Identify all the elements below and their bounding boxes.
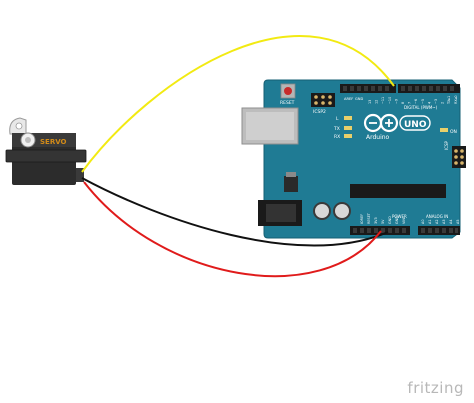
voltage-regulator bbox=[284, 176, 298, 192]
analog-pin-label: A4 bbox=[449, 220, 453, 224]
digital-pin-label: ~11 bbox=[381, 97, 385, 104]
uno-label: UNO bbox=[404, 120, 427, 130]
digital-pin-label: 12 bbox=[375, 100, 379, 104]
servo-cable-exit bbox=[76, 168, 84, 182]
power-pin-header bbox=[350, 226, 410, 235]
led-l-label: L bbox=[336, 116, 339, 122]
icsp-header bbox=[452, 146, 466, 168]
capacitors bbox=[313, 202, 351, 220]
icsp2-label: ICSP2 bbox=[313, 109, 326, 115]
regulator-tab bbox=[286, 172, 296, 177]
led-tx-label: TX bbox=[333, 126, 340, 132]
atmega-chip bbox=[350, 184, 446, 198]
digital-pin-label: ~6 bbox=[414, 99, 418, 104]
servo-mount-tabs bbox=[5, 149, 87, 163]
power-pin-label: GND bbox=[395, 216, 399, 224]
arduino-brand-label: Arduino bbox=[366, 134, 390, 141]
analog-pin-label: A3 bbox=[442, 220, 446, 224]
analog-label: ANALOG IN bbox=[426, 214, 448, 219]
servo-shaft-center bbox=[25, 137, 31, 143]
reset-label: RESET bbox=[280, 100, 295, 106]
digital-pin-label: ~5 bbox=[421, 99, 425, 104]
digital-pin-label: 2 bbox=[441, 102, 445, 104]
digital-pin-label: ~3 bbox=[434, 99, 438, 104]
digital-pin-label: ~9 bbox=[394, 99, 398, 104]
arduino-logo bbox=[363, 113, 431, 133]
digital-pin-label: 7 bbox=[408, 102, 412, 104]
digital-pin-label: RX◂0 bbox=[454, 95, 458, 104]
power-label: POWER bbox=[392, 214, 407, 219]
power-wire bbox=[83, 181, 382, 278]
fritzing-watermark: fritzing bbox=[407, 379, 464, 397]
digital-pin-label: ~10 bbox=[388, 97, 392, 104]
signal-wire bbox=[81, 35, 395, 173]
analog-pin-label: A2 bbox=[435, 220, 439, 224]
analog-pin-label: A0 bbox=[421, 220, 425, 224]
analog-pin-label: A5 bbox=[456, 220, 460, 224]
power-pin-label: RESET bbox=[367, 212, 371, 224]
led-rx-label: RX bbox=[334, 134, 340, 140]
ground-wire bbox=[81, 177, 389, 247]
power-pin-label: 3V3 bbox=[374, 217, 378, 224]
led-on-label: ON bbox=[450, 129, 457, 135]
usb-inner bbox=[246, 112, 294, 140]
servo-label: SERVO bbox=[40, 138, 67, 146]
power-jack-inner bbox=[266, 204, 296, 222]
aref-label: AREF bbox=[344, 97, 353, 101]
digital-pin-label: 4 bbox=[427, 102, 431, 104]
power-pin-label: VIN bbox=[402, 218, 406, 224]
board-pcb bbox=[263, 79, 461, 239]
digital-pin-header bbox=[340, 84, 460, 93]
digital-pin-label: 8 bbox=[401, 102, 405, 104]
servo-motor: SERVO bbox=[5, 117, 87, 185]
digital-pin-label: 13 bbox=[368, 100, 372, 104]
icsp-label: ICSP bbox=[444, 140, 449, 150]
power-pin-label: 5V bbox=[381, 219, 385, 224]
digital-pin-label: TX▸1 bbox=[447, 96, 451, 105]
servo-horn-hole bbox=[15, 122, 23, 130]
digital-label: DIGITAL (PWM~) bbox=[404, 105, 438, 110]
icsp2-header bbox=[311, 93, 335, 107]
power-pin-label: IOREF bbox=[360, 214, 364, 224]
analog-pin-label: A1 bbox=[428, 220, 432, 224]
reset-button-cap bbox=[284, 87, 292, 95]
power-pin-label: GND bbox=[388, 216, 392, 224]
gnd-top-label: GND bbox=[355, 97, 363, 101]
analog-pin-header bbox=[418, 226, 460, 235]
status-leds bbox=[344, 116, 448, 138]
